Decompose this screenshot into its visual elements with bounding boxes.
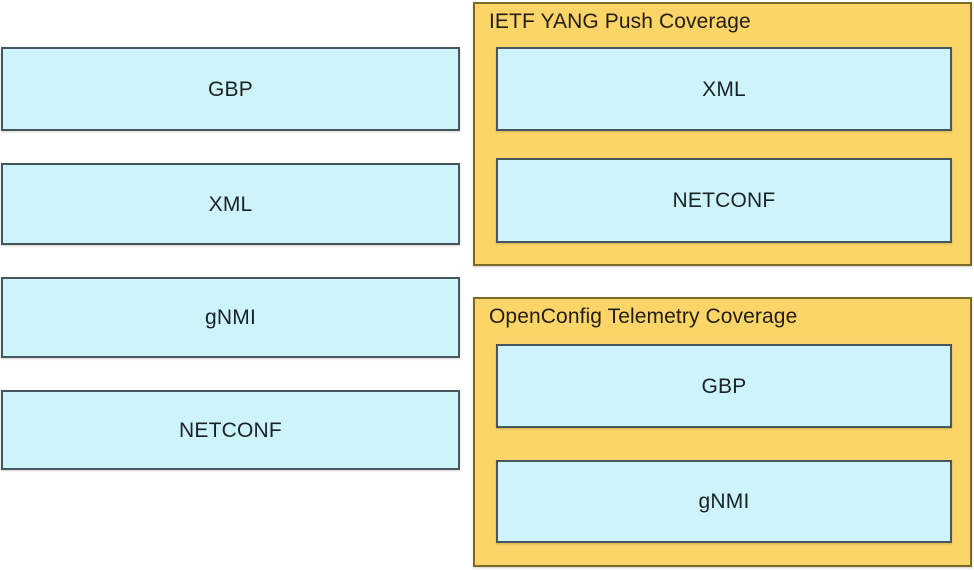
left-protocol-column: GBP XML gNMI NETCONF (0, 0, 462, 570)
openconfig-panel-box-gbp[interactable]: GBP (496, 344, 952, 428)
left-box-xml-label: XML (208, 192, 253, 216)
left-box-gnmi[interactable]: gNMI (1, 277, 460, 358)
yang-panel-box-xml-label: XML (702, 77, 746, 101)
openconfig-panel-box-gnmi-label: gNMI (698, 490, 750, 513)
openconfig-panel-box-gbp-label: GBP (701, 374, 747, 398)
left-box-gbp-label: GBP (208, 77, 253, 101)
left-box-netconf[interactable]: NETCONF (1, 390, 460, 470)
coverage-panel-ietf-yang-push-title: IETF YANG Push Coverage (489, 10, 751, 33)
coverage-panel-openconfig-telemetry: OpenConfig Telemetry Coverage GBP gNMI (473, 297, 972, 567)
openconfig-panel-box-gnmi[interactable]: gNMI (496, 460, 952, 543)
left-box-netconf-label: NETCONF (179, 418, 282, 442)
yang-panel-box-xml[interactable]: XML (496, 47, 952, 131)
coverage-panel-ietf-yang-push: IETF YANG Push Coverage XML NETCONF (473, 2, 972, 266)
left-box-gbp[interactable]: GBP (1, 47, 460, 131)
left-box-gnmi-label: gNMI (205, 306, 256, 329)
coverage-panel-openconfig-telemetry-title: OpenConfig Telemetry Coverage (489, 305, 798, 328)
yang-panel-box-netconf-label: NETCONF (672, 189, 776, 212)
left-box-xml[interactable]: XML (1, 163, 460, 245)
yang-panel-box-netconf[interactable]: NETCONF (496, 158, 952, 243)
